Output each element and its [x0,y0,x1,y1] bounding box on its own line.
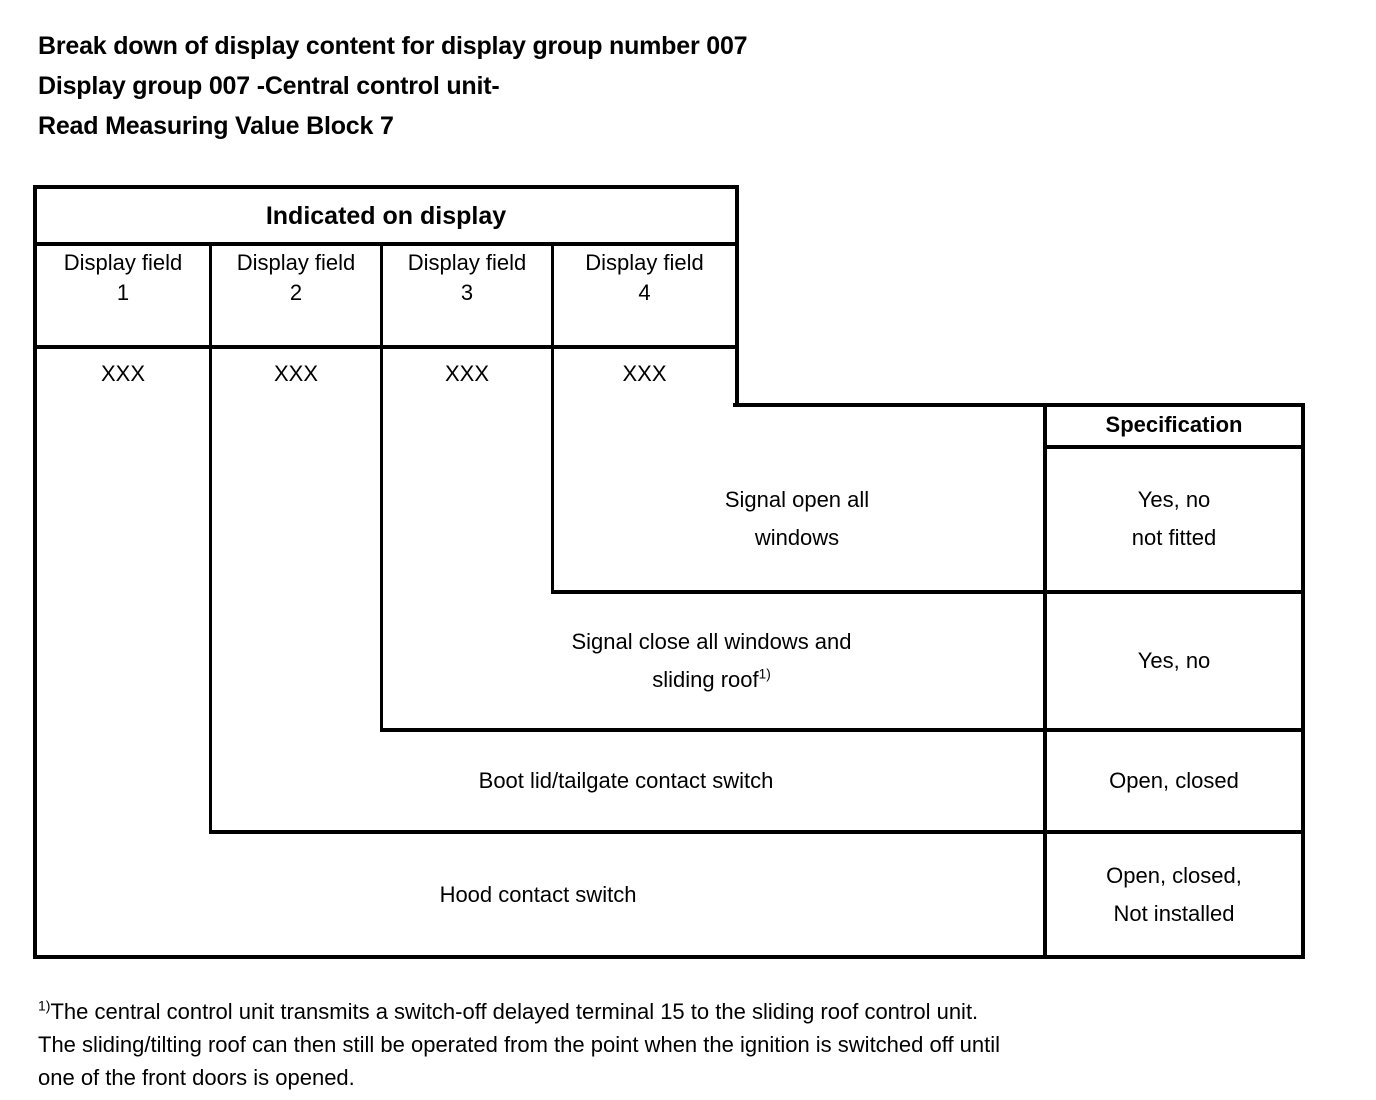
rule-under-spec-header [1043,445,1305,449]
value-cell-field-2: XXX [273,361,319,386]
value-cell-field-1: XXX [100,361,146,386]
footnote-line-3: one of the front doors is opened. [38,1065,355,1090]
row-description-hood-contact-switch: Hood contact switch [33,834,1043,955]
footnote-marker: 1) [38,997,51,1014]
row-desc-line2-0: windows [754,524,840,550]
rule-step-3 [380,728,1305,732]
footnote-marker-sliding-roof: 1) [758,666,771,682]
row-description-signal-close-all-windows: Signal close all windows and sliding roo… [380,594,1043,728]
rule-step-4 [209,830,1305,834]
column-header-number-2: 2 [289,280,303,305]
column-header-display-field-3: Display field 3 [383,248,551,345]
rule-table-top [33,185,739,189]
footnote-line-1: 1)The central control unit transmits a s… [38,995,1278,1028]
rule-left-outer [33,185,37,959]
column-header-label-4: Display field [585,250,704,275]
row-spec-line1-3: Open, closed, [1106,862,1242,888]
rule-step-1 [733,403,1305,407]
rule-under-column-headers [33,345,739,349]
rule-table-bottom [33,955,1305,959]
rule-divider-field1 [209,242,212,834]
footnote-text-1: The central control unit transmits a swi… [50,999,979,1024]
rule-divider-field3 [551,242,554,594]
row-spec-line1-0: Yes, no [1137,486,1211,512]
column-header-display-field-2: Display field 2 [212,248,380,345]
row-specification-signal-open-all-windows: Yes, no not fitted [1047,447,1301,590]
row-spec-line1-2: Open, closed [1109,768,1239,793]
row-spec-line2-0: not fitted [1131,524,1217,550]
row-desc-line1-1: Signal close all windows and [571,629,852,654]
value-cell-field-4: XXX [622,361,667,386]
row-specification-hood-contact-switch: Open, closed, Not installed [1047,834,1301,955]
column-header-label-1: Display field [63,250,183,275]
column-header-label-3: Display field [407,250,527,275]
rule-spec-left [1043,403,1047,959]
spec-column-header: Specification [1105,412,1243,437]
row-spec-line2-3: Not installed [1113,900,1235,926]
rule-divider-field2 [380,242,383,732]
row-description-boot-lid-tailgate-contact-switch: Boot lid/tailgate contact switch [209,732,1043,830]
row-desc-line1-2: Boot lid/tailgate contact switch [478,768,774,793]
row-description-signal-open-all-windows: Signal open all windows [551,447,1043,590]
column-header-number-3: 3 [460,280,474,305]
row-desc-line1-3: Hood contact switch [439,881,637,907]
document-title-block: Break down of display content for displa… [38,26,1238,146]
column-header-display-field-1: Display field 1 [37,248,209,345]
row-specification-signal-close-all-windows: Yes, no [1047,594,1301,728]
rule-right-of-field4 [735,185,739,407]
title-line-1: Break down of display content for displa… [38,32,748,60]
footnote-block: 1)The central control unit transmits a s… [38,995,1278,1094]
footnote-line-2: The sliding/tilting roof can then still … [38,1032,1001,1057]
column-header-number-1: 1 [116,280,130,305]
rule-spec-right [1301,403,1305,959]
rule-under-group-header [33,242,739,246]
title-line-3: Read Measuring Value Block 7 [38,112,394,140]
row-desc-line2-1: sliding roof [652,667,759,692]
column-header-display-field-4: Display field 4 [554,248,735,345]
group-header-indicated-on-display: Indicated on display [265,201,507,230]
title-line-2: Display group 007 -Central control unit- [38,72,500,100]
value-cell-field-3: XXX [444,361,490,386]
rule-step-2 [551,590,1305,594]
column-header-label-2: Display field [236,250,356,275]
row-desc-line1-0: Signal open all [724,486,870,512]
row-spec-line1-1: Yes, no [1137,648,1211,673]
column-header-number-4: 4 [638,280,651,305]
row-specification-boot-lid-tailgate-contact-switch: Open, closed [1047,732,1301,830]
